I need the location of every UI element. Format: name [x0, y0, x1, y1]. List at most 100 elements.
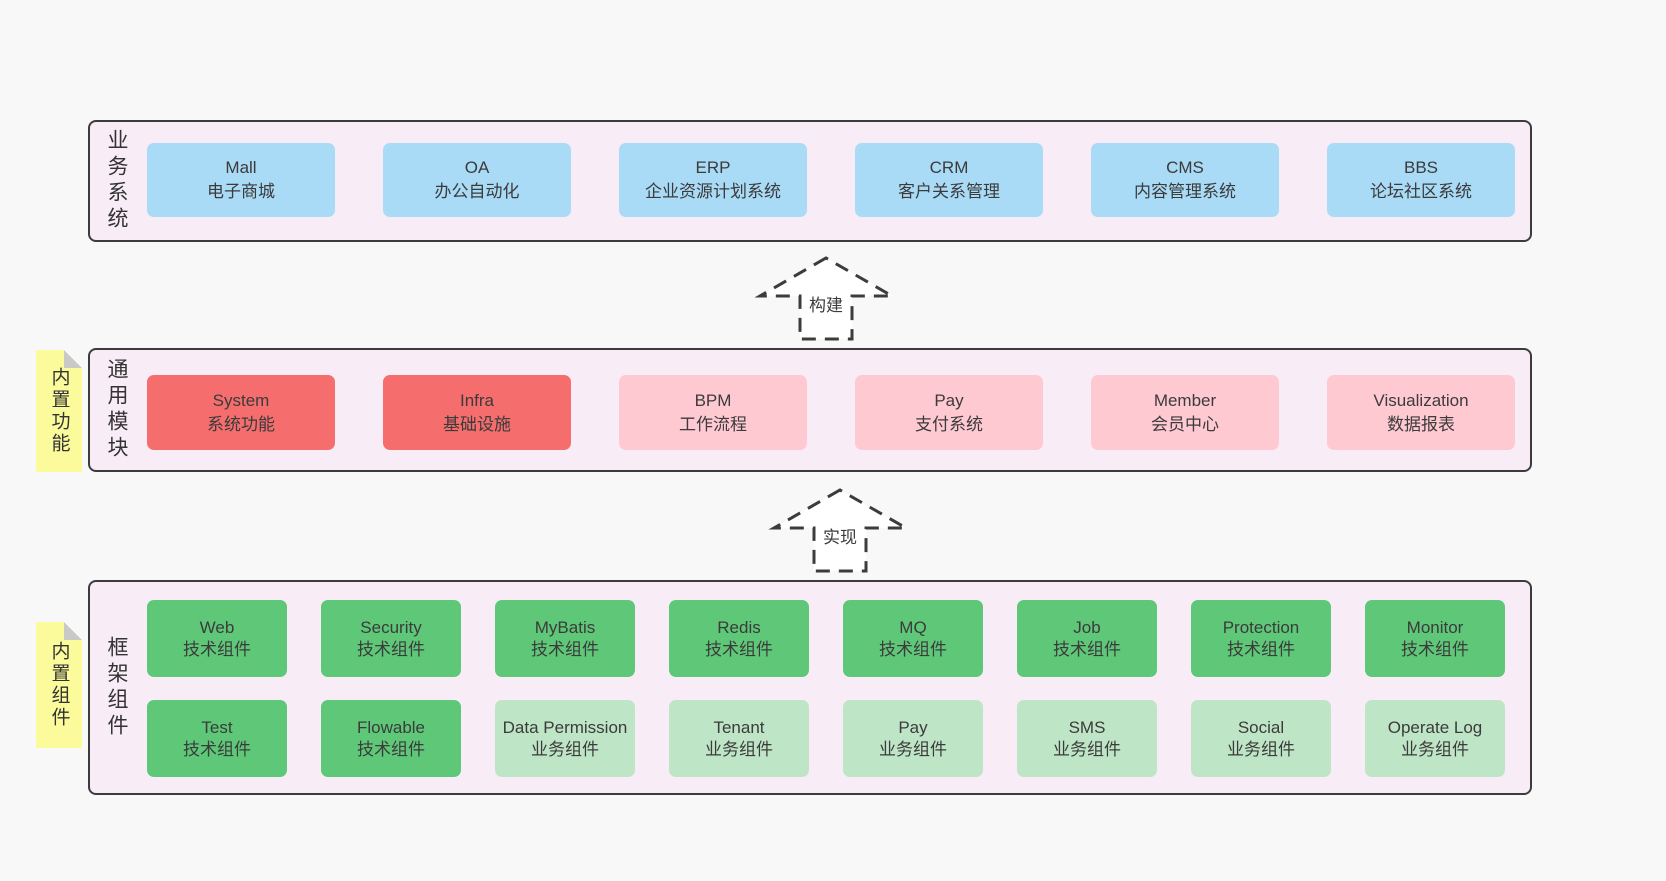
box-title: Operate Log	[1387, 717, 1483, 737]
box-title: Pay	[898, 717, 928, 737]
box-title: System	[212, 390, 270, 410]
box-title: SMS	[1068, 717, 1106, 737]
common-modules-row: System 系统功能 Infra 基础设施 BPM 工作流程 Pay 支付系统…	[147, 375, 1515, 450]
box-mybatis: MyBatis 技术组件	[495, 600, 635, 677]
box-subtitle: 企业资源计划系统	[645, 182, 781, 201]
box-subtitle: 技术组件	[357, 639, 425, 659]
box-title: Protection	[1222, 617, 1300, 637]
box-subtitle: 技术组件	[1053, 639, 1121, 659]
box-title: MQ	[899, 617, 927, 637]
box-subtitle: 技术组件	[357, 739, 425, 759]
box-visualization: Visualization 数据报表	[1327, 375, 1515, 450]
box-subtitle: 技术组件	[1227, 639, 1295, 659]
box-test: Test 技术组件	[147, 700, 287, 777]
note-built-in-features: 内置功能	[36, 350, 82, 472]
box-social: Social 业务组件	[1191, 700, 1331, 777]
box-subtitle: 客户关系管理	[898, 182, 1000, 201]
box-subtitle: 办公自动化	[434, 182, 520, 201]
box-protection: Protection 技术组件	[1191, 600, 1331, 677]
box-title: CRM	[929, 158, 969, 177]
box-title: Infra	[459, 390, 495, 410]
box-subtitle: 数据报表	[1387, 414, 1455, 434]
box-mall: Mall 电子商城	[147, 143, 335, 217]
box-tenant: Tenant 业务组件	[669, 700, 809, 777]
implement-arrow: 实现	[765, 487, 915, 575]
box-title: MyBatis	[534, 617, 596, 637]
framework-components-row-2: Test 技术组件 Flowable 技术组件 Data Permission …	[147, 700, 1505, 777]
band-label-framework-components: 框架组件	[105, 635, 128, 740]
box-pay: Pay 支付系统	[855, 375, 1043, 450]
box-subtitle: 论坛社区系统	[1370, 182, 1472, 201]
band-label-common-modules: 通用模块	[105, 358, 128, 462]
build-arrow: 构建	[751, 255, 901, 343]
box-title: Web	[199, 617, 235, 637]
box-subtitle: 电子商城	[207, 182, 275, 201]
business-systems-row: Mall 电子商城 OA 办公自动化 ERP 企业资源计划系统 CRM 客户关系…	[147, 143, 1515, 217]
business-systems-band: 业务系统 Mall 电子商城 OA 办公自动化 ERP 企业资源计划系统 CRM…	[88, 120, 1532, 242]
box-subtitle: 业务组件	[705, 739, 773, 759]
box-crm: CRM 客户关系管理	[855, 143, 1043, 217]
box-subtitle: 技术组件	[183, 739, 251, 759]
box-title: BPM	[694, 390, 732, 410]
box-subtitle: 业务组件	[531, 739, 599, 759]
box-erp: ERP 企业资源计划系统	[619, 143, 807, 217]
box-title: Pay	[934, 390, 964, 410]
box-title: CMS	[1166, 158, 1204, 177]
box-subtitle: 业务组件	[1053, 739, 1121, 759]
box-redis: Redis 技术组件	[669, 600, 809, 677]
box-title: Member	[1153, 390, 1217, 410]
box-monitor: Monitor 技术组件	[1365, 600, 1505, 677]
common-modules-band: 通用模块 System 系统功能 Infra 基础设施 BPM 工作流程 Pay…	[88, 348, 1532, 472]
box-title: Tenant	[713, 717, 765, 737]
box-subtitle: 支付系统	[915, 414, 983, 434]
box-title: Redis	[717, 617, 761, 637]
box-bbs: BBS 论坛社区系统	[1327, 143, 1515, 217]
note-text: 内置组件	[48, 641, 70, 729]
box-security: Security 技术组件	[321, 600, 461, 677]
box-subtitle: 工作流程	[679, 414, 747, 434]
framework-components-band: 框架组件 Web 技术组件 Security 技术组件 MyBatis 技术组件…	[88, 580, 1532, 795]
note-text: 内置功能	[48, 367, 70, 455]
box-flowable: Flowable 技术组件	[321, 700, 461, 777]
box-title: Social	[1237, 717, 1285, 737]
note-built-in-components: 内置组件	[36, 622, 82, 748]
box-subtitle: 技术组件	[531, 639, 599, 659]
box-data-permission: Data Permission 业务组件	[495, 700, 635, 777]
box-subtitle: 业务组件	[1401, 739, 1469, 759]
box-web: Web 技术组件	[147, 600, 287, 677]
box-infra: Infra 基础设施	[383, 375, 571, 450]
box-member: Member 会员中心	[1091, 375, 1279, 450]
band-label-business-systems: 业务系统	[105, 129, 128, 233]
arrow-label-implement: 实现	[820, 523, 860, 548]
box-subtitle: 技术组件	[879, 639, 947, 659]
box-subtitle: 业务组件	[879, 739, 947, 759]
box-title: Visualization	[1373, 390, 1469, 410]
box-job: Job 技术组件	[1017, 600, 1157, 677]
arrow-label-build: 构建	[806, 291, 846, 316]
box-title: ERP	[695, 158, 731, 177]
box-title: Data Permission	[502, 717, 628, 737]
box-subtitle: 系统功能	[207, 414, 275, 434]
box-subtitle: 基础设施	[443, 414, 511, 434]
box-subtitle: 技术组件	[183, 639, 251, 659]
box-title: Security	[360, 617, 422, 637]
box-title: Monitor	[1406, 617, 1464, 637]
box-title: OA	[464, 158, 490, 177]
box-bpm: BPM 工作流程	[619, 375, 807, 450]
box-subtitle: 内容管理系统	[1134, 182, 1236, 201]
box-mq: MQ 技术组件	[843, 600, 983, 677]
framework-components-row-1: Web 技术组件 Security 技术组件 MyBatis 技术组件 Redi…	[147, 600, 1505, 677]
box-title: BBS	[1403, 158, 1439, 177]
box-subtitle: 技术组件	[1401, 639, 1469, 659]
box-cms: CMS 内容管理系统	[1091, 143, 1279, 217]
box-operate-log: Operate Log 业务组件	[1365, 700, 1505, 777]
box-sms: SMS 业务组件	[1017, 700, 1157, 777]
box-oa: OA 办公自动化	[383, 143, 571, 217]
box-system: System 系统功能	[147, 375, 335, 450]
box-subtitle: 技术组件	[705, 639, 773, 659]
box-title: Mall	[225, 158, 257, 177]
box-subtitle: 会员中心	[1151, 414, 1219, 434]
box-title: Flowable	[356, 717, 426, 737]
box-pay-business: Pay 业务组件	[843, 700, 983, 777]
box-title: Test	[201, 717, 233, 737]
